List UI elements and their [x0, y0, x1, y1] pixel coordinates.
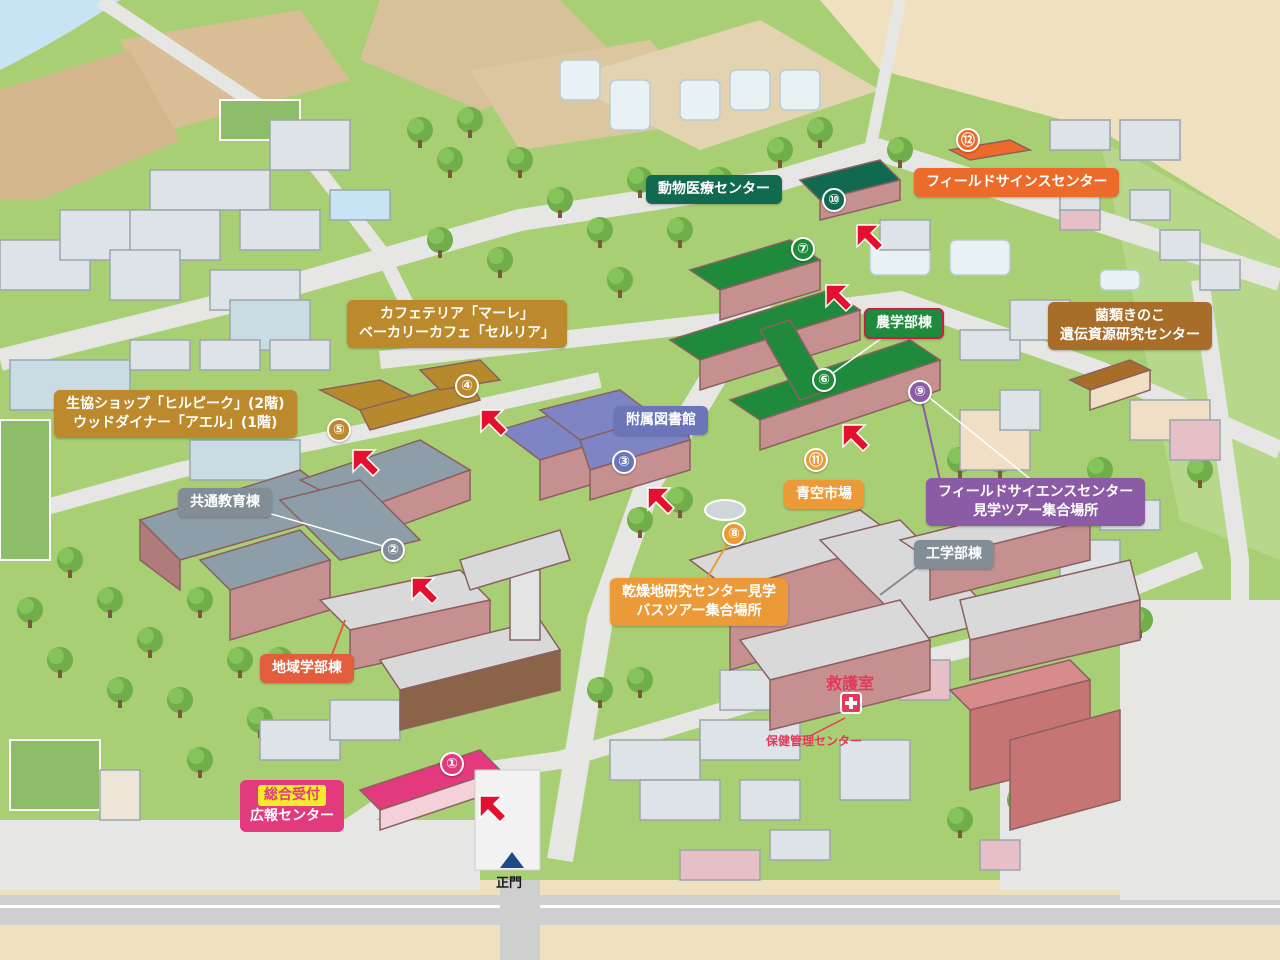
- label-mushroom-line2: 遺伝資源研究センター: [1060, 326, 1200, 343]
- marker-6[interactable]: ⑥: [812, 368, 836, 392]
- label-common-education[interactable]: 共通教育棟: [178, 488, 272, 517]
- label-mushroom-center[interactable]: 菌類きのこ 遺伝資源研究センター: [1048, 302, 1212, 350]
- marker-2[interactable]: ②: [381, 538, 405, 562]
- label-field-science-center[interactable]: フィールドサインスセンター: [914, 168, 1120, 197]
- label-main-gate[interactable]: 正門: [496, 876, 523, 891]
- label-agriculture-building[interactable]: 農学部棟: [864, 308, 944, 339]
- label-coop-line2: ウッドダイナー「アエル」(1階): [73, 414, 278, 431]
- marker-9[interactable]: ⑨: [908, 380, 932, 404]
- label-reception-line1: 総合受付: [258, 785, 326, 806]
- label-reception-line2: 広報センター: [250, 808, 334, 824]
- label-arid-line1: 乾燥地研究センター見学: [622, 584, 776, 600]
- marker-10[interactable]: ⑩: [822, 188, 846, 212]
- label-health-center[interactable]: 保健管理センター: [766, 734, 863, 748]
- label-fsc-line2: 見学ツアー集合場所: [973, 502, 1099, 519]
- label-aozora-market[interactable]: 青空市場: [784, 480, 864, 509]
- label-engineering[interactable]: 工学部棟: [914, 540, 994, 569]
- marker-11[interactable]: ⑪: [804, 448, 828, 472]
- marker-4[interactable]: ④: [455, 374, 479, 398]
- marker-7[interactable]: ⑦: [791, 237, 815, 261]
- label-mushroom-line1: 菌類きのこ: [1095, 308, 1165, 324]
- label-reception[interactable]: 総合受付 広報センター: [240, 780, 344, 832]
- label-cafeteria-line2: ベーカリーカフェ「セルリア」: [359, 324, 555, 341]
- marker-1[interactable]: ①: [440, 752, 464, 776]
- label-fsc-tour-meeting[interactable]: フィールドサイエンスセンター 見学ツアー集合場所: [926, 478, 1146, 526]
- first-aid-cross-icon: [840, 692, 862, 714]
- label-fsc-line1: フィールドサイエンスセンター: [938, 484, 1134, 500]
- main-gate-triangle-icon: [500, 852, 524, 868]
- label-cafeteria[interactable]: カフェテリア「マーレ」 ベーカリーカフェ「セルリア」: [347, 300, 567, 348]
- label-coop-line1: 生協ショップ「ヒルピーク」(2階): [66, 396, 285, 412]
- marker-8[interactable]: ⑧: [722, 522, 746, 546]
- label-regional-sciences[interactable]: 地域学部棟: [260, 654, 354, 683]
- label-library[interactable]: 附属図書館: [614, 406, 708, 435]
- marker-12[interactable]: ⑫: [956, 128, 980, 152]
- marker-3[interactable]: ③: [612, 450, 636, 474]
- label-arid-line2: バスツアー集合場所: [636, 602, 762, 619]
- label-coop-shop[interactable]: 生協ショップ「ヒルピーク」(2階) ウッドダイナー「アエル」(1階): [54, 390, 297, 438]
- label-cafeteria-line1: カフェテリア「マーレ」: [380, 306, 534, 322]
- marker-5[interactable]: ⑤: [327, 418, 351, 442]
- label-first-aid[interactable]: 救護室: [826, 674, 875, 693]
- label-arid-tour-meeting[interactable]: 乾燥地研究センター見学 バスツアー集合場所: [610, 578, 788, 626]
- label-vet-center[interactable]: 動物医療センター: [646, 175, 782, 204]
